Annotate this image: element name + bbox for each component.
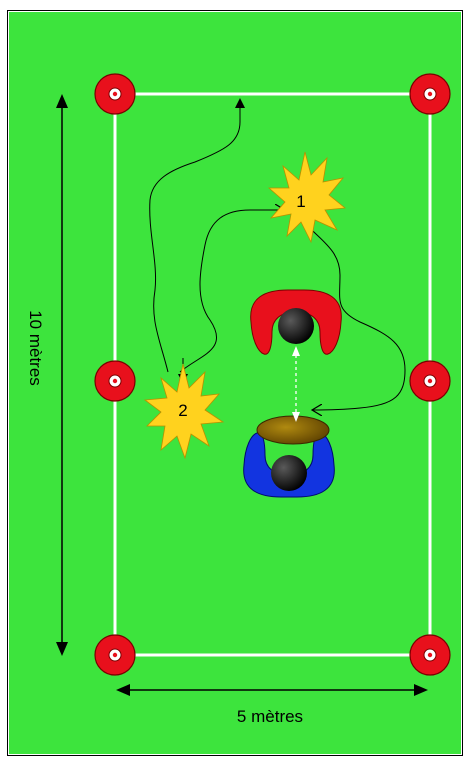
width-dimension: 5 mètres <box>116 684 428 726</box>
height-label: 10 mètres <box>26 310 45 386</box>
cone-icon <box>409 73 451 115</box>
star-shape <box>143 363 225 460</box>
width-label: 5 mètres <box>237 707 303 726</box>
player-1-star: 1 <box>267 151 347 244</box>
player-2-star: 2 <box>143 363 225 460</box>
pass-line <box>292 346 300 422</box>
player-2-label: 2 <box>178 401 187 420</box>
frame-border <box>7 10 463 756</box>
path-player1-support <box>303 221 406 410</box>
cone-icon <box>94 73 136 115</box>
attacker-player <box>243 432 335 498</box>
cone-icon <box>94 634 136 676</box>
player-1-label: 1 <box>296 192 305 211</box>
cone-icon <box>409 360 451 402</box>
defender-body <box>250 289 342 355</box>
cone-icon <box>94 360 136 402</box>
cone-icon <box>409 634 451 676</box>
path-player2-run <box>149 98 245 373</box>
rugby-ball-icon <box>256 415 330 445</box>
movement-paths <box>149 98 406 410</box>
star-shape <box>267 151 347 244</box>
attacker-head <box>271 455 307 491</box>
cones-group <box>94 73 451 676</box>
defender-player <box>250 289 342 355</box>
defender-head <box>278 308 314 344</box>
height-dimension: 10 mètres <box>26 94 68 656</box>
field-background <box>9 12 461 754</box>
path-player2-to-1 <box>179 210 285 373</box>
